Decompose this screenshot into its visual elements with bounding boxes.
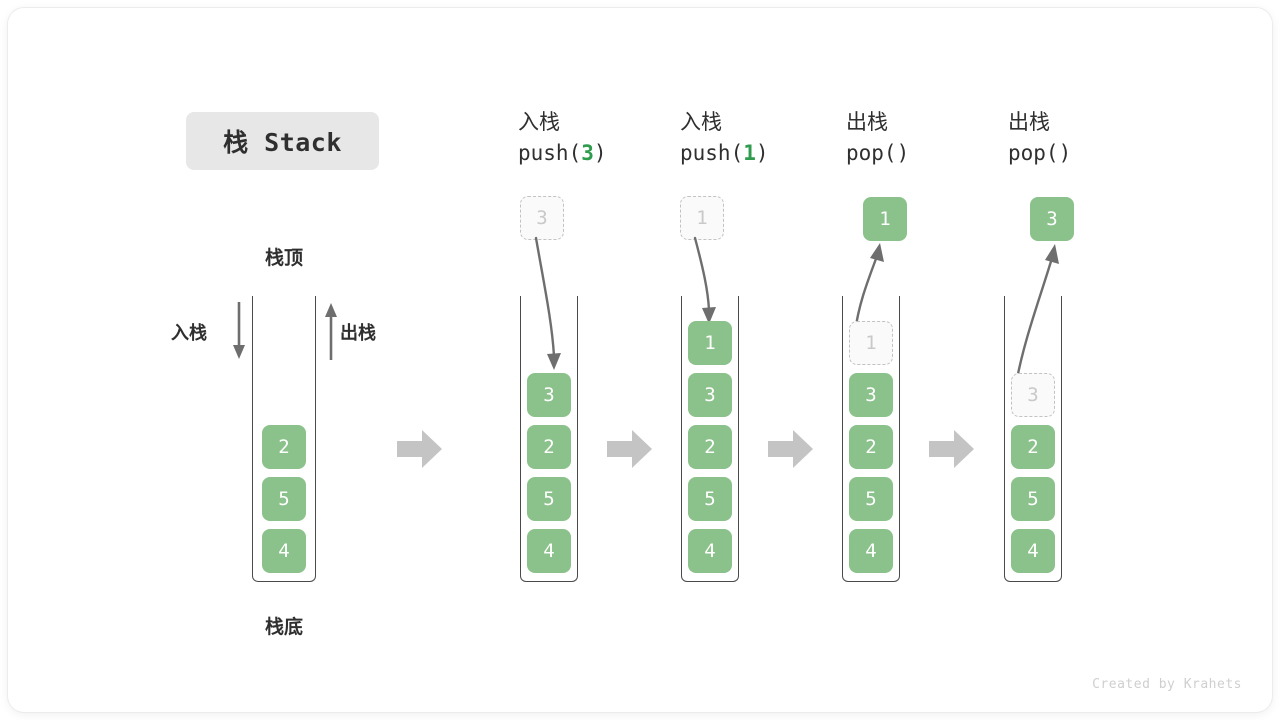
column-header-code: pop() <box>846 141 910 166</box>
stack-item: 5 <box>527 477 571 521</box>
outgoing-ghost-box: 3 <box>1011 373 1055 417</box>
stack-item: 5 <box>1011 477 1055 521</box>
stack-item: 4 <box>262 529 306 573</box>
stack-item: 3 <box>688 373 732 417</box>
column-header-code: push(3) <box>518 141 607 166</box>
stack-item: 2 <box>849 425 893 469</box>
credit-text: Created by Krahets <box>1092 677 1242 692</box>
stack-item: 2 <box>527 425 571 469</box>
stack-item: 4 <box>527 529 571 573</box>
stack-item: 4 <box>849 529 893 573</box>
step-arrow-icon <box>607 430 652 468</box>
pop-direction-label: 出栈 <box>340 323 376 343</box>
push-direction-arrow-icon <box>233 302 245 359</box>
column-header-code: pop() <box>1008 141 1072 166</box>
popped-box: 1 <box>863 197 907 241</box>
stack-item: 1 <box>688 321 732 365</box>
stack-item: 2 <box>688 425 732 469</box>
column-header-pop-1: 出栈 pop() <box>846 108 1016 169</box>
stack-item: 5 <box>688 477 732 521</box>
step-arrow-icon <box>397 430 442 468</box>
stack-item: 3 <box>849 373 893 417</box>
incoming-ghost-box: 3 <box>520 196 564 240</box>
column-header-cn: 出栈 <box>1008 111 1050 134</box>
column-header-cn: 出栈 <box>846 111 888 134</box>
stack-container-pop-1 <box>842 296 900 582</box>
column-header-code: push(1) <box>680 141 769 166</box>
stack-item: 3 <box>527 373 571 417</box>
popped-box: 3 <box>1030 197 1074 241</box>
stack-bottom-label: 栈底 <box>264 617 303 638</box>
column-header-pop-3: 出栈 pop() <box>1008 108 1178 169</box>
stack-item: 4 <box>1011 529 1055 573</box>
step-arrow-icon <box>929 430 974 468</box>
push-flow-arrow-icon <box>693 236 716 324</box>
stack-container-pop-3 <box>1004 296 1062 582</box>
outgoing-ghost-box: 1 <box>849 321 893 365</box>
stack-item: 5 <box>849 477 893 521</box>
stack-container-push-1 <box>681 296 739 582</box>
stack-container-push-3 <box>520 296 578 582</box>
column-header-push-3: 入栈 push(3) <box>518 108 688 169</box>
pop-flow-arrow-icon <box>1014 244 1059 386</box>
page-title: 栈 Stack <box>186 112 379 170</box>
stack-item: 4 <box>688 529 732 573</box>
stack-top-label: 栈顶 <box>264 248 303 269</box>
column-header-cn: 入栈 <box>518 111 560 134</box>
push-direction-label: 入栈 <box>171 323 207 343</box>
incoming-ghost-box: 1 <box>680 196 724 240</box>
pop-direction-arrow-icon <box>325 303 337 360</box>
column-header-cn: 入栈 <box>680 111 722 134</box>
step-arrow-icon <box>768 430 813 468</box>
stack-item: 2 <box>262 425 306 469</box>
stack-item: 5 <box>262 477 306 521</box>
column-header-push-1: 入栈 push(1) <box>680 108 850 169</box>
push-flow-arrow-icon <box>534 236 561 370</box>
stack-container-initial <box>252 296 316 582</box>
stack-item: 2 <box>1011 425 1055 469</box>
